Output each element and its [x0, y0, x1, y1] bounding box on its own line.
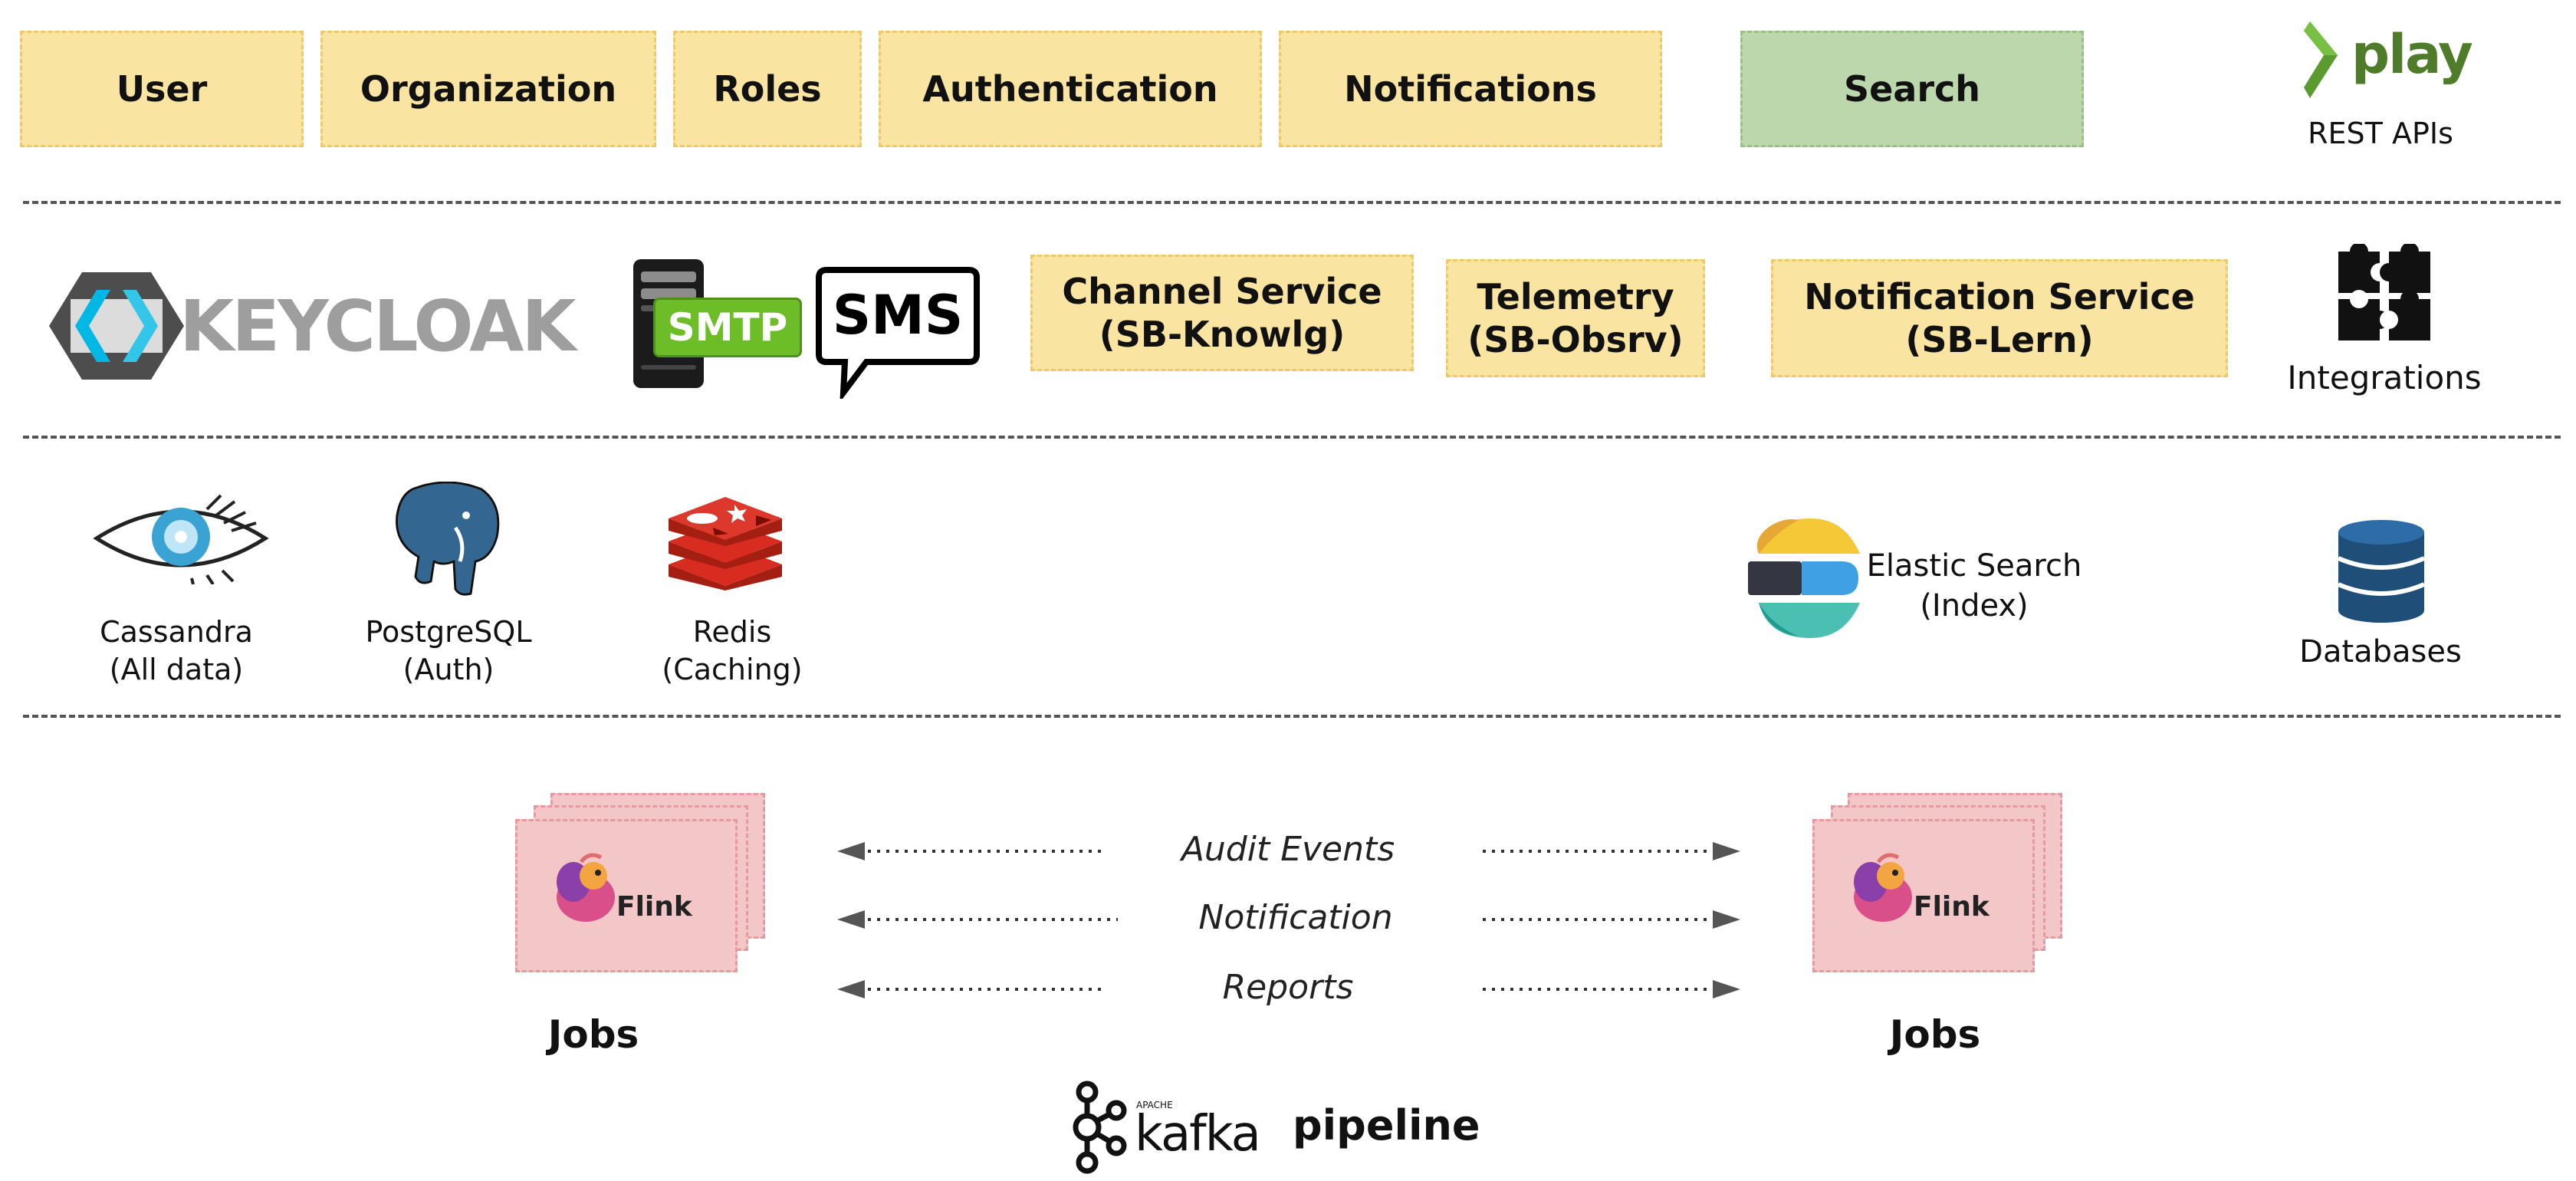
play-logo: play [2304, 21, 2473, 98]
flow-audit-events: Audit Events [1181, 830, 1395, 869]
flow-arrows [837, 842, 1740, 998]
notification-service-sub: (SB-Lern) [1905, 319, 2094, 360]
flow-reports: Reports [1222, 968, 1354, 1007]
kafka-logo: APACHE kafka [1070, 1080, 1270, 1175]
keycloak-hexagon-icon [49, 272, 184, 380]
cassandra-sub: (All data) [109, 653, 244, 687]
database-icon [2335, 518, 2427, 624]
flink-jobs-right: Flink [1809, 790, 2070, 974]
module-roles-label: Roles [713, 67, 822, 110]
play-chevron-icon [2304, 21, 2338, 98]
flink-card-front [1812, 819, 2035, 972]
flink-squirrel-icon [1854, 853, 1912, 922]
cassandra-name: Cassandra [100, 615, 253, 649]
pipeline-label: pipeline [1293, 1101, 1480, 1150]
sms-bubble-icon: SMS [813, 264, 983, 399]
jobs-label-right: Jobs [1889, 1012, 1981, 1057]
module-authentication-label: Authentication [922, 67, 1218, 110]
kafka-text: kafka [1135, 1106, 1261, 1163]
elasticsearch-sub: (Index) [1920, 588, 2029, 623]
flink-card-front [515, 819, 738, 972]
keycloak-logo: KEYCLOAK [48, 268, 584, 383]
notification-service-name: Notification Service [1804, 275, 2195, 317]
kafka-apache-text: APACHE [1136, 1100, 1173, 1110]
smtp-server-icon: SMTP [630, 258, 802, 390]
flink-jobs-left: Flink [512, 790, 773, 974]
divider-3 [23, 715, 2561, 718]
cassandra-caption: Cassandra (All data) [54, 614, 299, 689]
channel-service-box: Channel Service (SB-Knowlg) [1030, 255, 1414, 371]
module-notifications: Notifications [1279, 31, 1662, 147]
postgresql-caption: PostgreSQL (Auth) [337, 614, 560, 689]
postgresql-sub: (Auth) [402, 653, 495, 687]
keycloak-text: KEYCLOAK [179, 285, 577, 367]
flink-squirrel-icon [557, 853, 615, 922]
redis-name: Redis [692, 615, 772, 649]
module-organization: Organization [320, 31, 656, 147]
elasticsearch-caption: Elastic Search (Index) [1855, 546, 2093, 626]
flink-label-left: Flink [616, 891, 692, 923]
telemetry-name: Telemetry [1477, 275, 1674, 317]
module-organization-label: Organization [360, 67, 617, 110]
module-search-label: Search [1843, 67, 1981, 110]
module-authentication: Authentication [879, 31, 1262, 147]
elasticsearch-name: Elastic Search [1866, 548, 2082, 584]
divider-1 [23, 201, 2561, 204]
channel-service-sub: (SB-Knowlg) [1099, 314, 1346, 355]
telemetry-box: Telemetry (SB-Obsrv) [1446, 259, 1705, 377]
cassandra-eye-icon [92, 492, 270, 586]
kafka-nodes-icon [1073, 1081, 1127, 1174]
redis-icon [664, 488, 787, 592]
telemetry-sub: (SB-Obsrv) [1467, 319, 1684, 360]
elasticsearch-icon [1745, 517, 1865, 640]
module-user-label: User [116, 67, 208, 110]
play-logo-text: play [2351, 23, 2473, 86]
flink-label-right: Flink [1914, 891, 1990, 923]
postgresql-elephant-icon [389, 481, 504, 597]
module-user: User [20, 31, 304, 147]
databases-label: Databases [2299, 634, 2462, 669]
module-search: Search [1740, 31, 2084, 147]
module-notifications-label: Notifications [1344, 67, 1597, 110]
rest-apis-label: REST APIs [2308, 117, 2453, 150]
flow-notification: Notification [1198, 898, 1393, 937]
module-roles: Roles [673, 31, 862, 147]
integrations-label: Integrations [2287, 359, 2482, 396]
redis-sub: (Caching) [662, 653, 803, 687]
jobs-label-left: Jobs [547, 1012, 639, 1057]
redis-caption: Redis (Caching) [621, 614, 843, 689]
smtp-badge: SMTP [653, 298, 802, 357]
divider-2 [23, 436, 2561, 439]
puzzle-icon [2335, 242, 2435, 344]
channel-service-name: Channel Service [1062, 270, 1382, 312]
sms-text: SMS [832, 284, 964, 347]
notification-service-box: Notification Service (SB-Lern) [1771, 259, 2228, 377]
postgresql-name: PostgreSQL [365, 615, 532, 649]
smtp-badge-label: SMTP [667, 305, 788, 350]
